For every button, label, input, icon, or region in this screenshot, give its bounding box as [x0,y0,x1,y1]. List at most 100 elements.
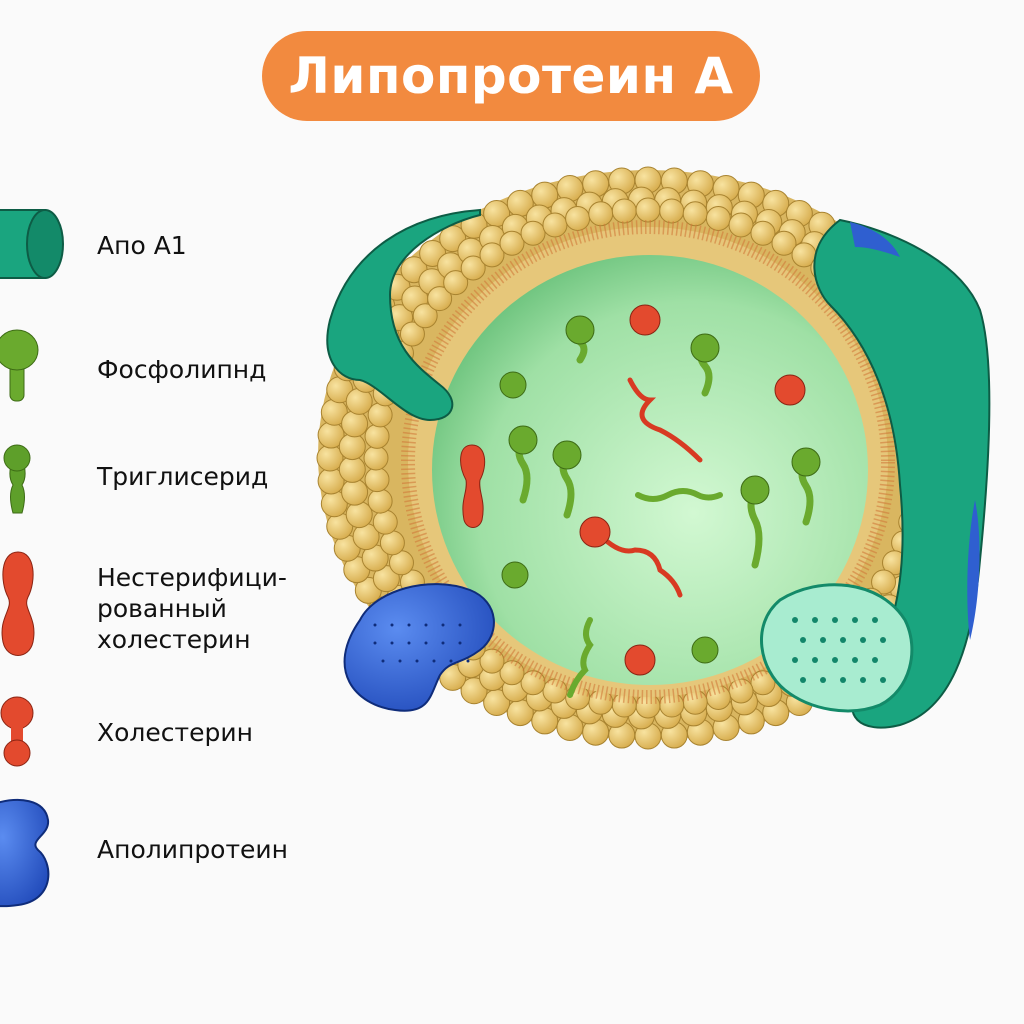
phospholipid-icon [0,329,39,402]
phospholipid-head-bead [372,509,398,535]
cross-section-dot [860,637,866,643]
cross-section-dot [820,637,826,643]
cross-section-dot [800,637,806,643]
fatty-acid-chain [627,377,703,463]
apo-a1-cross-section [760,583,914,713]
phospholipid-head-bead [499,230,525,256]
lipid-droplet [499,371,527,399]
phospholipid-head [791,447,821,477]
cross-section-dot [880,637,886,643]
protein-texture-dot [407,623,411,627]
phospholipid-head-bead [399,321,425,347]
protein-texture-dot [407,641,411,645]
phospholipid-head [740,475,770,505]
protein-texture-dot [398,659,402,663]
phospholipid-head-bead [682,201,708,227]
phospholipid-head-bead [372,565,400,593]
phospholipid-head-bead [443,270,469,296]
legend-label-apo-a1: Апо А1 [97,231,187,260]
protein-texture-dot [373,623,377,627]
phospholipid-head [565,315,595,345]
legend-label-cholesterol: Холестерин [97,718,253,747]
apolipoprotein-icon [0,799,50,908]
cross-section-dot [812,657,818,663]
cross-section-dot [820,677,826,683]
protein-texture-dot [424,623,428,627]
cholesterol-molecule [774,374,806,406]
phospholipid-head-bead [412,303,438,329]
protein-texture-dot [441,641,445,645]
core-molecules [460,304,821,698]
phospholipid-head-bead [341,410,369,438]
phospholipid-head-bead [728,212,754,238]
cross-section-dot [812,617,818,623]
cholesterol-molecule [629,304,661,336]
triglyceride-chain [567,617,594,698]
protein-texture-dot [381,659,385,663]
cross-section-dot [852,617,858,623]
phospholipid-head-bead [659,198,685,224]
phospholipid-head-bead [871,569,897,595]
phospholipid-head-bead [363,445,389,471]
protein-texture-dot [458,641,462,645]
cross-section-dot [840,637,846,643]
phospholipid-head-bead [611,198,637,224]
protein-texture-dot [441,623,445,627]
phospholipid-head-bead [520,220,546,246]
protein-texture-dot [424,641,428,645]
phospholipid-head [552,440,582,470]
apo-a1-band-left [326,208,481,422]
cross-section-dot [872,657,878,663]
apo-a1-band-right [813,218,991,729]
phospholipid-head-bead [565,205,591,231]
triglyceride-icon [3,444,31,514]
cholesterol-icon [0,696,34,767]
phospholipid-head-bead [705,205,731,231]
protein-texture-dot [390,623,394,627]
phospholipid-head-bead [367,488,393,514]
cross-section-dot [880,677,886,683]
unesterified-cholesterol-molecule [460,444,486,528]
protein-texture-dot [415,659,419,663]
legend-label-apolipoprotein: Аполипротеин [97,835,289,864]
protein-texture-dot [432,659,436,663]
cross-section-dot [840,677,846,683]
phospholipid-head-bead [427,286,453,312]
phospholipid-head-bead [364,423,390,449]
triglyceride-chain [635,488,723,502]
title-badge: Липопротеин А [262,31,760,121]
phospholipid-head-bead [367,402,393,428]
apolipoprotein-molecule [343,583,495,712]
phospholipid-head-bead [635,197,661,223]
phospholipid-head-bead [635,693,661,719]
phospholipid-head-bead [460,255,486,281]
protein-texture-dot [373,641,377,645]
phospholipid-head [508,425,538,455]
unesterified-cholesterol-icon [1,551,35,656]
phospholipid-head-bead [341,478,369,506]
cross-section-dot [800,677,806,683]
cross-section-dot [832,617,838,623]
cross-section-dot [860,677,866,683]
phospholipid-head-bead [588,201,614,227]
phospholipid-head-bead [338,433,366,461]
legend-label-phospholipid: Фосфолипнд [97,355,267,384]
phospholipid-head-bead [542,212,568,238]
lipid-core [432,255,868,685]
phospholipid-head-bead [364,467,390,493]
lipid-droplet [501,561,529,589]
protein-texture-dot [449,659,453,663]
cross-section-dot [792,617,798,623]
cross-section-dot [792,657,798,663]
lipoprotein-particle [316,166,980,750]
phospholipid-head-bead [659,692,685,718]
apo-a1-cylinder-icon [0,209,64,279]
phospholipid-head-bead [345,501,373,529]
phospholipid-head-bead [479,242,505,268]
phospholipid-head-bead [338,455,366,483]
phospholipid-head-bead [771,230,797,256]
protein-texture-dot [458,623,462,627]
cross-section-dot [852,657,858,663]
cross-section-dot [832,657,838,663]
